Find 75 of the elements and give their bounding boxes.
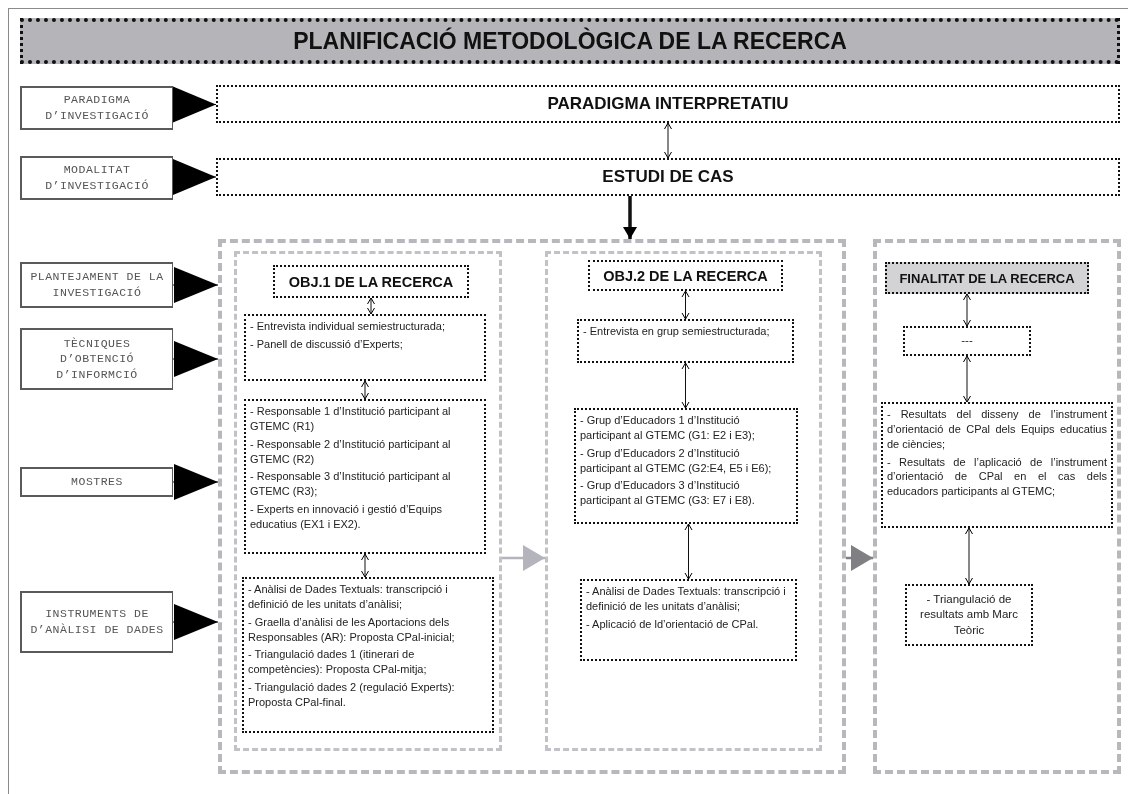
stage-label: MODALITAT D’INVESTIGACIÓ — [44, 162, 150, 194]
arrow — [681, 290, 690, 320]
list-item: - Entrevista individual semiestructurada; — [250, 319, 447, 334]
arrow — [172, 267, 219, 303]
text-box — [903, 326, 1031, 356]
text-box — [905, 584, 1033, 646]
list-item: - Anàlisi de Dades Textuals: transcripció i definició de les unitats d’anàlisi; — [248, 582, 449, 612]
arrow — [361, 380, 369, 400]
list-item: - Grup d’Educadors 3 d’Institució participant al GTEMC (G3: E7 i E8). — [580, 478, 756, 509]
list-item: - Responsable 1 d’Institució participant al GTEMC (R1) — [250, 404, 452, 434]
list-item: - Experts en innovació i gestió d’Equips educatius (EX1 i EX2). — [250, 502, 443, 532]
list-item: - Panell de discussió d’Experts; — [250, 336, 404, 352]
stage-label: TÈCNIQUES D’OBTENCIÓ D’INFORMCIÓ — [55, 335, 139, 383]
title-banner: PLANIFICACIÓ METODOLÒGICA DE LA RECERCA — [20, 18, 1120, 64]
arrow — [664, 122, 672, 159]
list-box — [242, 577, 494, 733]
arrow — [623, 196, 637, 239]
list-item: - Responsable 2 d’Institució participant al GTEMC (R2) — [250, 436, 452, 467]
arrow — [681, 362, 690, 409]
stage-label: MOSTRES — [71, 474, 123, 490]
level-box — [216, 158, 1120, 196]
stage-label-box — [20, 262, 173, 308]
stage-label-box — [20, 591, 173, 653]
list-item: - Responsable 3 d’Institució participant al GTEMC (R3); — [250, 469, 452, 500]
list-box — [577, 319, 794, 363]
list-box — [574, 408, 798, 524]
arrow — [172, 159, 217, 195]
arrow — [172, 464, 219, 500]
stage-label-box — [20, 156, 173, 200]
arrow — [361, 553, 369, 578]
stage-label-box — [20, 467, 173, 497]
arrow — [963, 355, 971, 403]
list-box — [881, 402, 1113, 528]
list-item: - Graella d’anàlisi de les Aportacions dels Responsables (AR): Proposta CPal-inicial; — [248, 614, 456, 645]
level-title: PARADIGMA INTERPRETATIU — [547, 94, 789, 114]
heading-text: FINALITAT DE LA RECERCA — [899, 270, 1075, 286]
list-box — [244, 399, 486, 554]
heading-box — [588, 260, 783, 291]
arrow — [367, 297, 375, 315]
heading-text: OBJ.2 DE LA RECERCA — [603, 267, 768, 284]
level-box — [216, 85, 1120, 123]
list-box — [244, 314, 486, 381]
level-title: ESTUDI DE CAS — [602, 167, 734, 187]
group-frame — [218, 239, 846, 774]
box-text: - Triangulació de resultats amb Marc Teòric — [919, 591, 1019, 638]
stage-label: PARADIGMA D’INVESTIGACIÓ — [44, 92, 150, 124]
list-item: - Entrevista en grup semiestructurada; — [583, 324, 771, 339]
heading-box — [885, 262, 1089, 294]
arrow — [172, 341, 219, 377]
box-text: --- — [961, 333, 973, 349]
column-frame — [234, 251, 502, 751]
arrow — [502, 545, 545, 571]
stage-label-box — [20, 328, 173, 390]
list-item: - Resultats del disseny de l’instrument d’orientació de CPal dels Equips educatius de ciències; — [887, 407, 1107, 452]
group-frame — [873, 239, 1121, 774]
arrow — [172, 604, 219, 640]
arrow — [965, 527, 973, 585]
list-item: - Triangulació dades 1 (itinerari de competències): Proposta CPal-mitja; — [248, 647, 428, 678]
stage-label: INSTRUMENTS DE D’ANÀLISI DE DADES — [29, 606, 165, 638]
list-box — [580, 579, 797, 661]
arrow — [172, 86, 217, 123]
heading-box — [273, 265, 469, 298]
column-frame — [545, 251, 822, 751]
heading-text: OBJ.1 DE LA RECERCA — [288, 273, 454, 290]
list-item: - Anàlisi de Dades Textuals: transcripció i definició de les unitats d’anàlisi; — [586, 584, 787, 614]
arrow — [846, 545, 873, 571]
list-item: - Resultats de l’aplicació de l’instrument d’orientació de CPal en el cas dels educadors participants al GTEMC; — [887, 454, 1107, 500]
list-item: - Grup d’Educadors 2 d’Institució participant al GTEMC (G2:E4, E5 i E6); — [580, 445, 773, 476]
stage-label: PLANTEJAMENT DE LA INVESTIGACIÓ — [29, 269, 165, 301]
arrow — [963, 293, 971, 327]
list-item: - Grup d’Educadors 1 d’Institució participant al GTEMC (G1: E2 i E3); — [580, 413, 756, 443]
stage-label-box — [20, 86, 173, 130]
arrow — [684, 523, 693, 580]
list-item: - Aplicació de ld’orientació de CPal. — [586, 616, 760, 632]
list-item: - Triangulació dades 2 (regulació Experts): Proposta CPal-final. — [248, 680, 456, 710]
